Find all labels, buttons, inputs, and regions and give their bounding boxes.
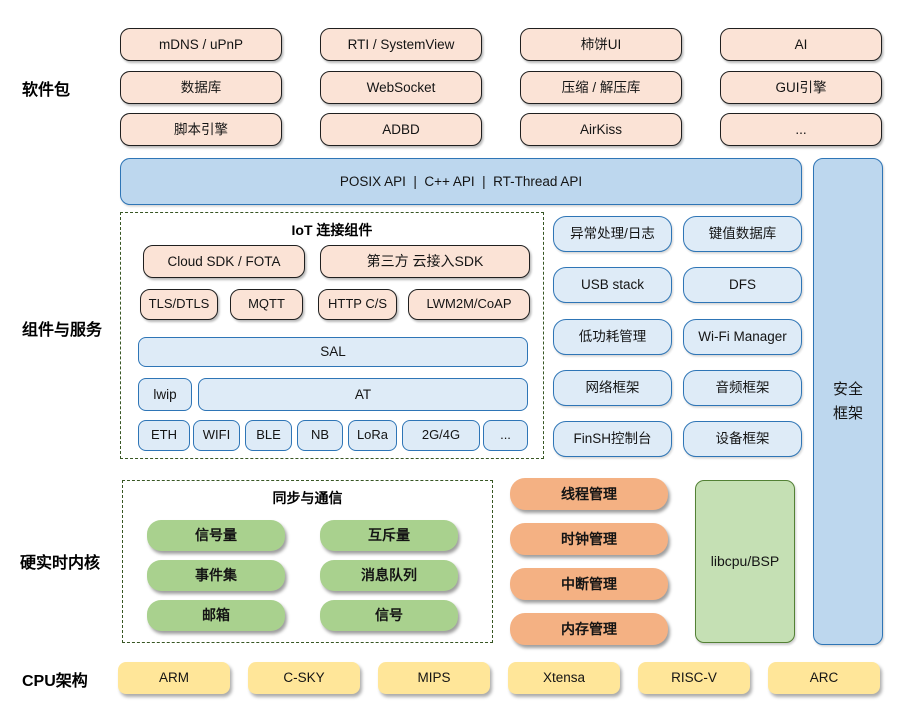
software-package-box-r2c3: ... — [720, 113, 882, 146]
iot-link-box-4: LoRa — [348, 420, 397, 451]
service-box-r1c1: DFS — [683, 267, 802, 303]
software-package-box-r1c2: 压缩 / 解压库 — [520, 71, 682, 104]
section-label-components-services: 组件与服务 — [22, 322, 103, 339]
service-box-r4c1: 设备框架 — [683, 421, 802, 457]
cpu-arch-box-2: MIPS — [378, 662, 490, 694]
iot-protocol-box-3: LWM2M/CoAP — [408, 289, 530, 320]
sync-box-r1c0: 事件集 — [147, 560, 285, 591]
service-box-r3c0: 网络框架 — [553, 370, 672, 406]
security-framework-box: 安全 框架 — [813, 158, 883, 645]
cpu-arch-box-3: Xtensa — [508, 662, 620, 694]
iot-link-box-0: ETH — [138, 420, 190, 451]
software-package-box-r0c1: RTI / SystemView — [320, 28, 482, 61]
cpu-arch-box-0: ARM — [118, 662, 230, 694]
iot-at-box: AT — [198, 378, 528, 411]
sync-communication-group: 同步与通信 — [122, 480, 493, 643]
iot-protocol-box-2: HTTP C/S — [318, 289, 397, 320]
section-label-kernel: 硬实时内核 — [20, 555, 101, 572]
iot-link-box-6: ... — [483, 420, 528, 451]
software-package-box-r0c0: mDNS / uPnP — [120, 28, 282, 61]
cpu-arch-box-4: RISC-V — [638, 662, 750, 694]
software-package-box-r1c0: 数据库 — [120, 71, 282, 104]
cpu-arch-box-1: C-SKY — [248, 662, 360, 694]
service-box-r0c0: 异常处理/日志 — [553, 216, 672, 252]
libcpu-bsp-box: libcpu/BSP — [695, 480, 795, 643]
iot-sal-box: SAL — [138, 337, 528, 367]
iot-link-box-5: 2G/4G — [402, 420, 480, 451]
iot-link-box-2: BLE — [245, 420, 292, 451]
cpu-arch-box-5: ARC — [768, 662, 880, 694]
software-package-box-r1c1: WebSocket — [320, 71, 482, 104]
service-box-r4c0: FinSH控制台 — [553, 421, 672, 457]
manager-box-3: 内存管理 — [510, 613, 668, 645]
iot-cloud-sdk-box: Cloud SDK / FOTA — [143, 245, 305, 278]
section-label-software-packages: 软件包 — [22, 82, 71, 99]
iot-components-title: IoT 连接组件 — [291, 222, 373, 238]
section-label-cpu-arch: CPU架构 — [22, 673, 88, 690]
sync-box-r2c0: 邮箱 — [147, 600, 285, 631]
service-box-r1c0: USB stack — [553, 267, 672, 303]
software-package-box-r0c3: AI — [720, 28, 882, 61]
iot-third-party-box: 第三方 云接入SDK — [320, 245, 530, 278]
manager-box-2: 中断管理 — [510, 568, 668, 600]
security-framework-line1: 安全 — [832, 380, 863, 398]
software-package-box-r2c2: AirKiss — [520, 113, 682, 146]
manager-box-0: 线程管理 — [510, 478, 668, 510]
iot-link-box-3: NB — [297, 420, 343, 451]
manager-box-1: 时钟管理 — [510, 523, 668, 555]
security-framework-line2: 框架 — [832, 404, 863, 422]
iot-components-group: IoT 连接组件 — [120, 212, 544, 459]
software-package-box-r2c0: 脚本引擎 — [120, 113, 282, 146]
service-box-r2c0: 低功耗管理 — [553, 319, 672, 355]
sync-box-r1c1: 消息队列 — [320, 560, 458, 591]
software-package-box-r0c2: 柿饼UI — [520, 28, 682, 61]
api-banner-text: POSIX API | C++ API | RT-Thread API — [339, 173, 583, 189]
software-package-box-r1c3: GUI引擎 — [720, 71, 882, 104]
sync-box-r0c1: 互斥量 — [320, 520, 458, 551]
software-package-box-r2c1: ADBD — [320, 113, 482, 146]
sync-box-r0c0: 信号量 — [147, 520, 285, 551]
libcpu-bsp-label: libcpu/BSP — [710, 553, 780, 570]
iot-link-box-1: WIFI — [193, 420, 240, 451]
sync-box-r2c1: 信号 — [320, 600, 458, 631]
service-box-r3c1: 音频框架 — [683, 370, 802, 406]
iot-protocol-box-0: TLS/DTLS — [140, 289, 218, 320]
service-box-r2c1: Wi-Fi Manager — [683, 319, 802, 355]
iot-lwip-box: lwip — [138, 378, 192, 411]
service-box-r0c1: 键值数据库 — [683, 216, 802, 252]
sync-communication-title: 同步与通信 — [272, 490, 343, 506]
api-banner: POSIX API | C++ API | RT-Thread API — [120, 158, 802, 205]
iot-protocol-box-1: MQTT — [230, 289, 303, 320]
